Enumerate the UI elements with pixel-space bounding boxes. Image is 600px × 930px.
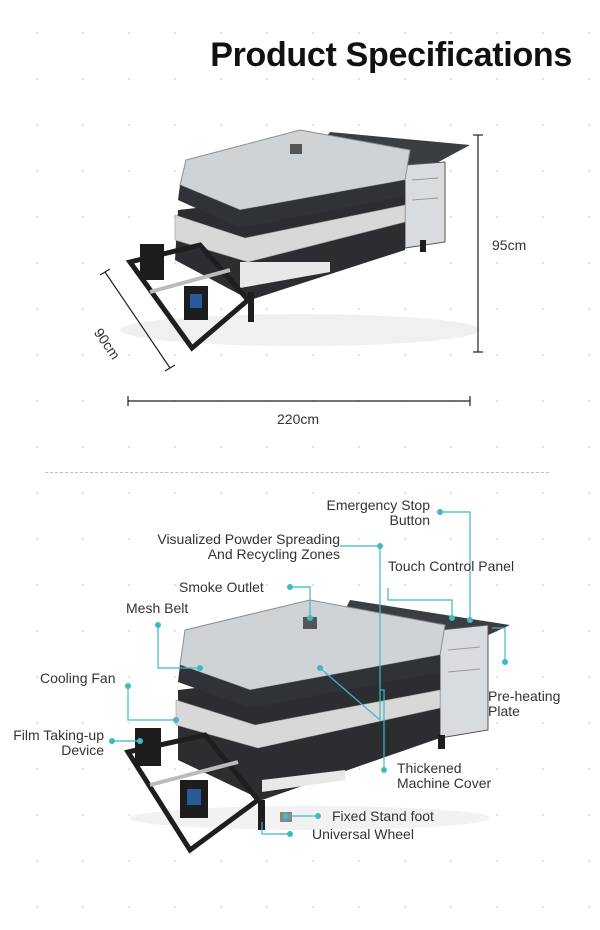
- page-title: Product Specifications: [210, 36, 572, 74]
- callout-smoke-outlet: Smoke Outlet: [179, 579, 264, 595]
- height-dimension-label: 95cm: [492, 237, 527, 253]
- callout-powder-zones: Visualized Powder Spreading And Recyclin…: [157, 531, 340, 562]
- callout-mesh-belt: Mesh Belt: [126, 600, 189, 616]
- machine-dimension-illustration: [99, 129, 483, 406]
- callout-touch-control-panel: Touch Control Panel: [388, 558, 515, 574]
- section-divider: [45, 472, 549, 473]
- callout-preheating-plate: Pre-heating Plate: [488, 688, 561, 719]
- callout-cooling-fan: Cooling Fan: [40, 670, 116, 686]
- callout-universal-wheel: Universal Wheel: [312, 826, 414, 842]
- callout-emergency-stop: Emergency Stop Button: [326, 497, 431, 528]
- callout-film-takeup: Film Taking-up Device: [13, 727, 104, 758]
- callout-fixed-stand-foot: Fixed Stand foot: [332, 808, 434, 824]
- width-dimension-label: 220cm: [277, 411, 320, 427]
- callout-machine-cover: Thickened Machine Cover: [397, 760, 492, 791]
